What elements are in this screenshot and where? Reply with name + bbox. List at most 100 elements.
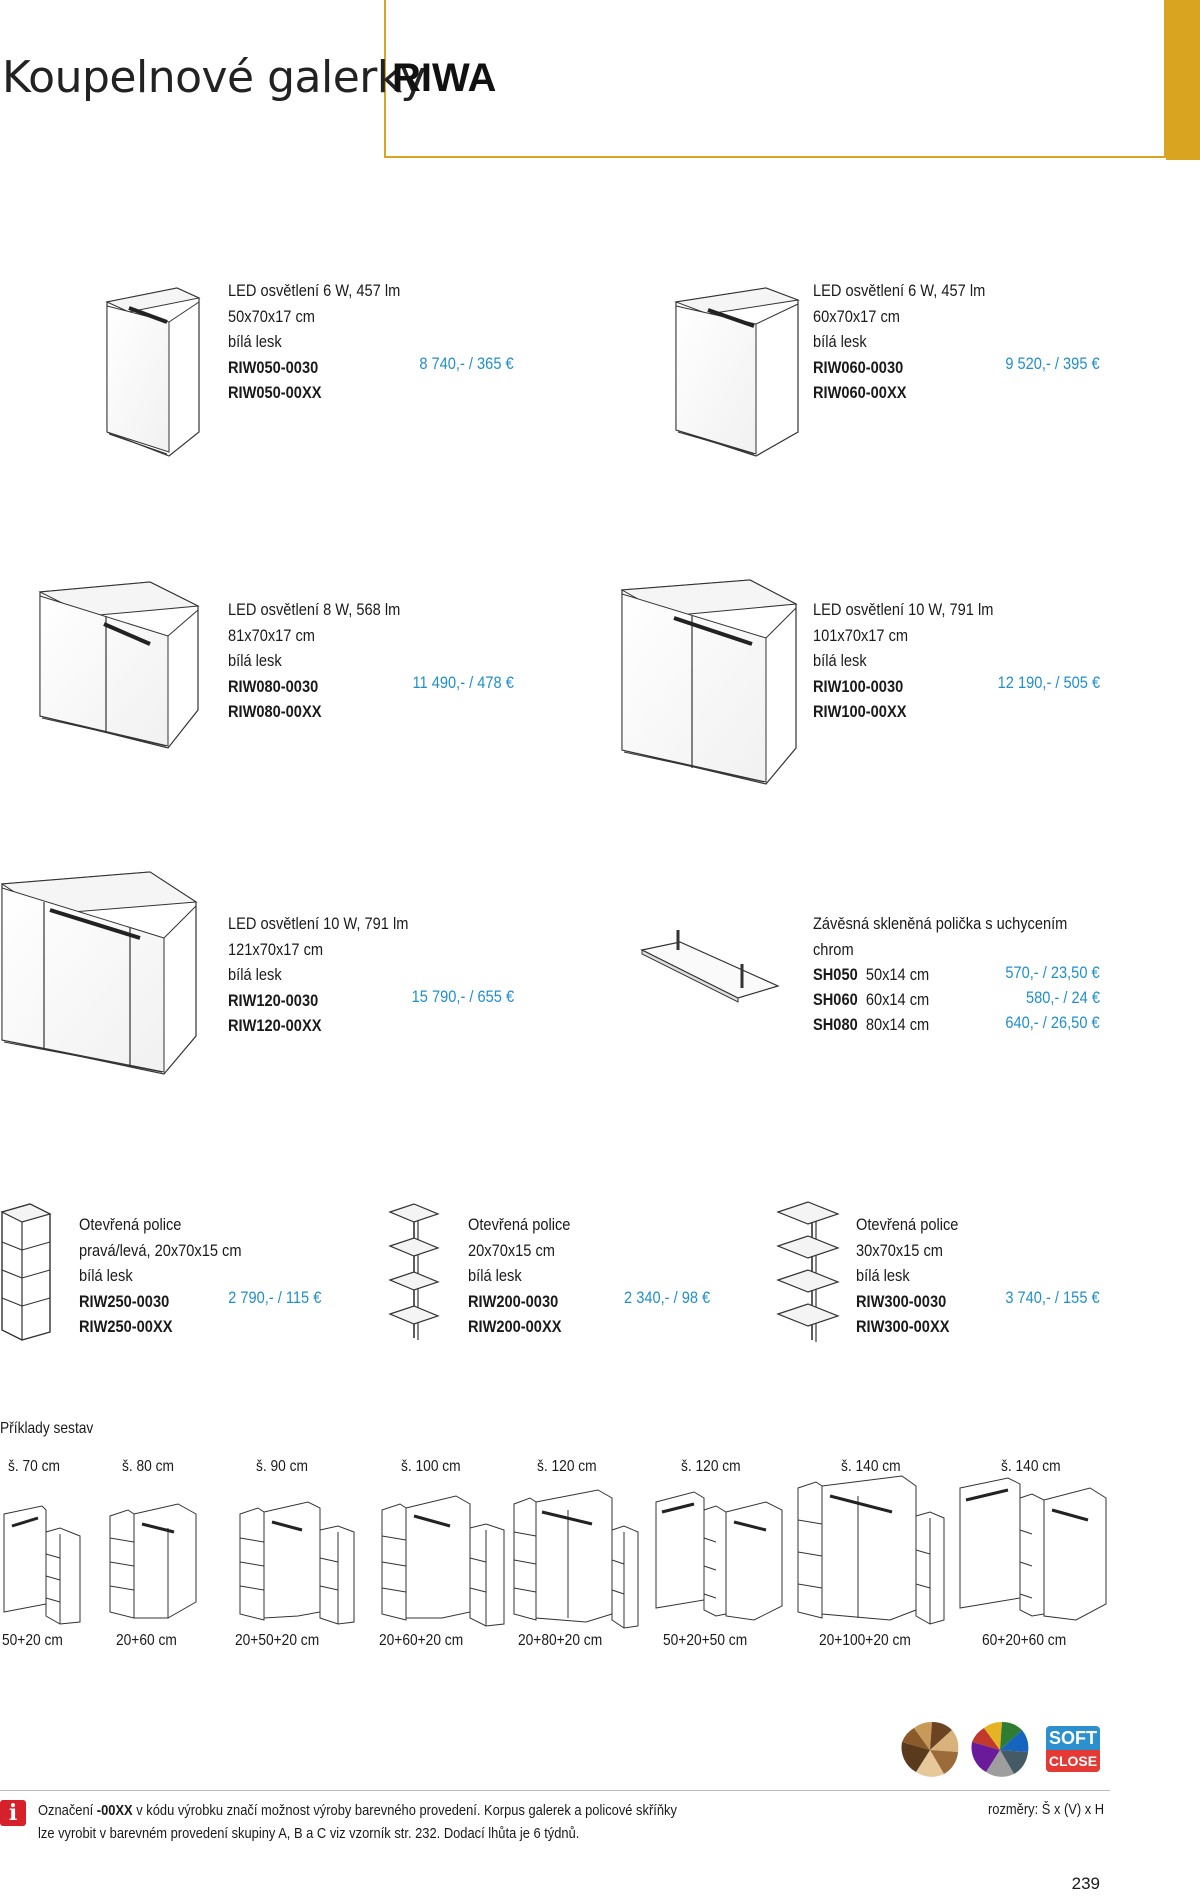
dimensions: 101x70x17 cm [813,625,909,645]
cabinet-100-drawing [620,578,798,788]
shelf-size: 50x14 cm [865,965,930,984]
series-title: RIWA [392,56,497,100]
product-code: RIW200-0030 [468,1291,559,1311]
info-icon: i [0,1800,26,1826]
note-suffix: v kódu výrobku značí možnost výroby bare… [132,1802,677,1819]
dimensions: 30x70x15 cm [856,1240,943,1260]
product-riw300: Otevřená police 30x70x15 cm bílá lesk RI… [856,1212,958,1340]
finish: bílá lesk [813,651,867,670]
product-code-color: RIW050-00XX [228,383,322,402]
shelf-code: SH060 [813,990,858,1009]
example-width: š. 100 cm [401,1458,461,1475]
product-shelf: Závěsná skleněná polička s uchycením chr… [813,911,1067,962]
product-code-color: RIW250-00XX [79,1317,173,1336]
shelf-row: SH060 60x14 cm [813,987,929,1013]
finish: bílá lesk [228,651,282,670]
example-width: š. 120 cm [537,1458,597,1475]
examples-title: Příklady sestav [0,1420,94,1437]
finish: bílá lesk [79,1266,133,1285]
product-riw100: LED osvětlení 10 W, 791 lm 101x70x17 cm … [813,597,993,725]
spec-line: LED osvětlení 6 W, 457 lm [813,281,986,300]
page-number: 239 [1071,1874,1100,1893]
example-set-7 [796,1474,946,1624]
footer-divider [0,1790,1110,1791]
page-title: Koupelnové galerky [2,52,426,103]
open-shelf-300-drawing [776,1200,840,1345]
shelf-row: SH050 50x14 cm [813,962,929,988]
product-code-color: RIW080-00XX [228,702,322,721]
example-set-3 [238,1500,356,1625]
price-riw100: 12 190,- / 505 € [997,673,1100,692]
price-riw120: 15 790,- / 655 € [411,987,514,1006]
example-width: š. 90 cm [256,1458,309,1475]
product-code-color: RIW300-00XX [856,1317,950,1336]
note-prefix: Označení [38,1802,97,1819]
title-frame [384,0,1166,158]
cabinet-50-drawing [105,282,205,457]
example-combo: 20+60+20 cm [379,1632,464,1649]
example-combo: 20+60 cm [116,1632,177,1649]
product-riw200: Otevřená police 20x70x15 cm bílá lesk RI… [468,1212,570,1340]
example-combo: 20+100+20 cm [819,1632,911,1649]
dimensions: 20x70x15 cm [468,1240,555,1260]
shelf-code: SH080 [813,1015,858,1034]
price-riw250: 2 790,- / 115 € [227,1288,321,1307]
dimensions: 60x70x17 cm [813,306,900,326]
finish: bílá lesk [468,1266,522,1285]
cabinet-60-drawing [674,282,804,457]
spec-line: LED osvětlení 10 W, 791 lm [228,914,409,933]
example-width: š. 80 cm [122,1458,175,1475]
cabinet-120-drawing [0,870,200,1075]
shelf-price: 640,- / 26,50 € [1005,1013,1100,1032]
shelf-row: SH080 80x14 cm [813,1012,929,1038]
shelf-finish: chrom [813,939,854,959]
dimensions: 81x70x17 cm [228,625,315,645]
example-set-4 [380,1494,506,1626]
badge-close-label: CLOSE [1046,1750,1100,1772]
product-code-color: RIW060-00XX [813,383,907,402]
shelf-size: 80x14 cm [865,1015,930,1034]
price-riw300: 3 740,- / 155 € [1005,1288,1100,1307]
example-set-1 [2,1504,82,1624]
product-code-color: RIW100-00XX [813,702,907,721]
example-width: š. 140 cm [841,1458,901,1475]
price-riw060: 9 520,- / 395 € [1005,354,1100,373]
example-combo: 60+20+60 cm [982,1632,1067,1649]
product-code: RIW050-0030 [228,357,319,377]
product-code-color: RIW120-00XX [228,1016,322,1035]
product-code: RIW100-0030 [813,676,904,696]
example-set-8 [958,1476,1108,1622]
example-combo: 20+50+20 cm [235,1632,320,1649]
wood-swatch-fan-icon [901,1721,959,1777]
spec-line: LED osvětlení 6 W, 457 lm [228,281,401,300]
shelf-name: Závěsná skleněná polička s uchycením [813,914,1068,933]
finish: bílá lesk [228,332,282,351]
finish: bílá lesk [813,332,867,351]
example-set-6 [654,1490,784,1622]
product-riw050: LED osvětlení 6 W, 457 lm 50x70x17 cm bí… [228,278,400,406]
color-swatch-fan-icon [971,1721,1029,1777]
note-code: -00XX [96,1802,133,1819]
spec-line: LED osvětlení 8 W, 568 lm [228,600,401,619]
product-riw060: LED osvětlení 6 W, 457 lm 60x70x17 cm bí… [813,278,985,406]
example-combo: 50+20+50 cm [663,1632,748,1649]
product-code: RIW080-0030 [228,676,319,696]
dimensions: pravá/levá, 20x70x15 cm [79,1240,242,1260]
footer-note: Označení -00XX v kódu výrobku značí možn… [38,1799,677,1845]
cabinet-80-drawing [38,580,203,750]
finish: bílá lesk [856,1266,910,1285]
product-code-color: RIW200-00XX [468,1317,562,1336]
product-code: RIW300-0030 [856,1291,947,1311]
example-width: š. 70 cm [8,1458,61,1475]
spec-line: Otevřená police [79,1215,182,1234]
glass-shelf-drawing [640,928,780,1006]
open-shelf-200-drawing [388,1202,440,1342]
example-width: š. 140 cm [1001,1458,1061,1475]
shelf-code: SH050 [813,965,858,984]
product-code: RIW120-0030 [228,990,319,1010]
shelf-price: 580,- / 24 € [1026,988,1100,1007]
product-riw120: LED osvětlení 10 W, 791 lm 121x70x17 cm … [228,911,408,1039]
example-set-2 [108,1502,198,1622]
finish: bílá lesk [228,965,282,984]
soft-close-badge: SOFT CLOSE [1046,1726,1100,1772]
